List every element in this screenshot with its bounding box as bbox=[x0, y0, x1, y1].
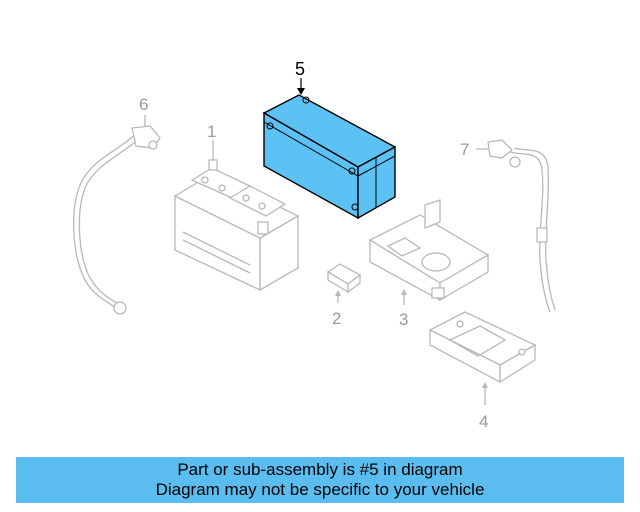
banner-line-2: Diagram may not be specific to your vehi… bbox=[155, 480, 485, 499]
part-1-battery[interactable] bbox=[173, 140, 300, 292]
part-5-battery-cover[interactable] bbox=[262, 78, 397, 220]
parts-diagram: 6 1 5 bbox=[73, 59, 556, 431]
part-3-tray[interactable] bbox=[368, 199, 490, 305]
callout-6[interactable]: 6 bbox=[139, 95, 148, 114]
part-2-bracket[interactable] bbox=[326, 263, 362, 303]
callout-7[interactable]: 7 bbox=[460, 140, 469, 159]
callout-5[interactable]: 5 bbox=[295, 59, 305, 79]
callout-2[interactable]: 2 bbox=[332, 309, 341, 328]
part-7-cable[interactable] bbox=[476, 139, 556, 313]
callout-3[interactable]: 3 bbox=[399, 310, 408, 329]
part-4-mount[interactable] bbox=[428, 311, 537, 405]
callout-4[interactable]: 4 bbox=[479, 412, 488, 431]
banner-line-1: Part or sub-assembly is #5 in diagram bbox=[177, 460, 463, 479]
callout-1[interactable]: 1 bbox=[207, 122, 216, 141]
part-6-cable[interactable] bbox=[73, 115, 161, 315]
info-banner: Part or sub-assembly is #5 in diagram Di… bbox=[16, 457, 624, 503]
